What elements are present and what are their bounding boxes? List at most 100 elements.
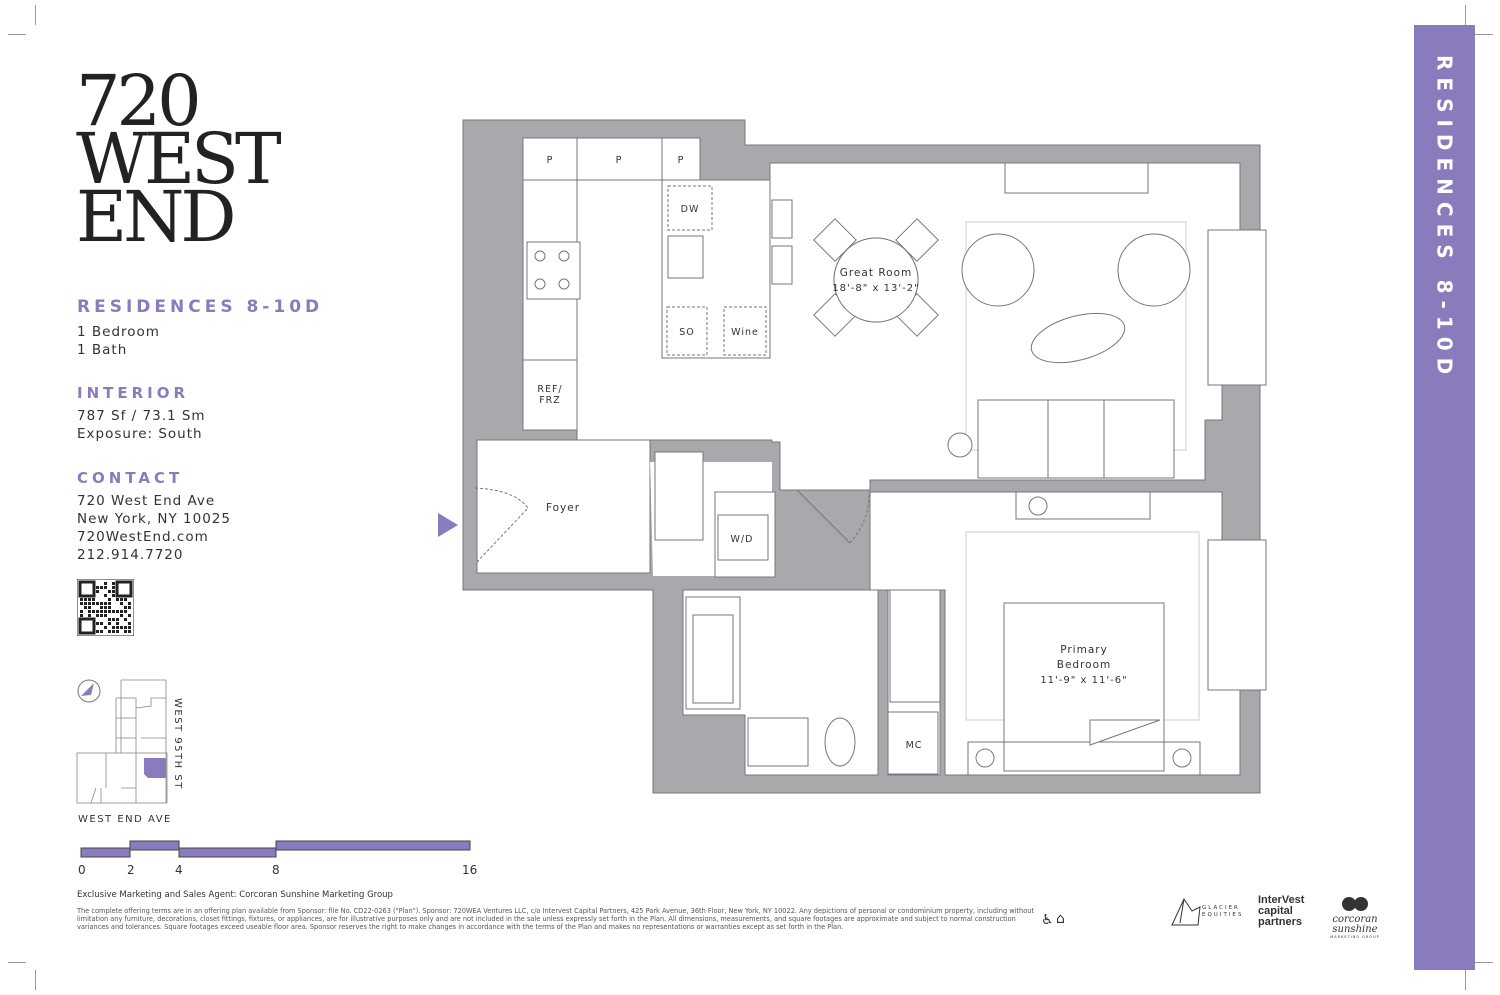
qr-module — [112, 618, 115, 621]
interior-area: 787 Sf / 73.1 Sm — [77, 408, 206, 424]
qr-module — [108, 606, 111, 609]
corcoran-subtext: MARKETING GROUP — [1330, 935, 1380, 939]
cabinet-label: P — [616, 155, 623, 166]
unit-location-highlight — [144, 758, 166, 778]
crop-mark — [35, 970, 36, 990]
qr-module — [100, 622, 103, 625]
contact-address2: New York, NY 10025 — [77, 511, 231, 527]
dishwasher-label: DW — [681, 204, 700, 215]
street-label-bottom: WEST END AVE — [78, 814, 172, 825]
qr-module — [100, 606, 103, 609]
qr-module — [104, 602, 107, 605]
qr-module — [104, 626, 107, 629]
qr-module — [112, 626, 115, 629]
freezer-label: FRZ — [539, 395, 561, 406]
glacier-text: GLACIER EQUITIES — [1202, 905, 1244, 918]
qr-module — [104, 614, 107, 617]
qr-module — [96, 610, 99, 613]
cabinet-label: P — [547, 155, 554, 166]
qr-module — [128, 630, 131, 633]
qr-module — [120, 626, 123, 629]
foyer-label: Foyer — [546, 502, 580, 514]
closet-label: MC — [906, 740, 923, 751]
qr-module — [112, 590, 115, 593]
contact-website[interactable]: 720WestEnd.com — [77, 529, 209, 545]
key-plan — [76, 679, 168, 804]
qr-module — [104, 586, 107, 589]
intervest-text: InterVest — [1258, 894, 1305, 906]
qr-module — [100, 630, 103, 633]
crop-mark — [1465, 970, 1466, 990]
qr-module — [104, 610, 107, 613]
qr-module — [88, 614, 91, 617]
logo-intervest: InterVest capital partners — [1258, 895, 1304, 928]
residence-info: RESIDENCES 8-10D 1 Bedroom 1 Bath — [77, 297, 323, 359]
qr-module — [116, 610, 119, 613]
qr-module — [120, 598, 123, 601]
qr-module — [128, 602, 131, 605]
qr-module — [116, 618, 119, 621]
qr-module — [112, 630, 115, 633]
scale-tick: 2 — [127, 863, 135, 877]
qr-module — [124, 626, 127, 629]
scale-bar — [80, 840, 471, 858]
qr-module — [80, 610, 83, 613]
qr-module — [92, 598, 95, 601]
logo-line: 720 — [76, 60, 202, 142]
interior-heading: INTERIOR — [77, 384, 190, 402]
qr-module — [112, 586, 115, 589]
contact-heading: CONTACT — [77, 469, 184, 487]
qr-module — [124, 598, 127, 601]
sofa — [977, 399, 1175, 479]
qr-module — [108, 622, 111, 625]
qr-module — [96, 614, 99, 617]
side-banner-title: RESIDENCES 8-10D — [1432, 55, 1457, 382]
logo-corcoran: corcoran sunshine MARKETING GROUP — [1313, 896, 1397, 939]
legal-disclaimer: The complete offering terms are in an of… — [77, 907, 1035, 931]
qr-module — [100, 586, 103, 589]
qr-module — [108, 630, 111, 633]
marketing-agent: Exclusive Marketing and Sales Agent: Cor… — [77, 890, 393, 900]
qr-module — [104, 594, 107, 597]
qr-code[interactable] — [77, 579, 134, 636]
scale-tick: 8 — [272, 863, 280, 877]
washer-dryer-label: W/D — [731, 534, 754, 545]
bed — [1003, 602, 1165, 772]
qr-module — [80, 602, 83, 605]
qr-module — [128, 614, 131, 617]
fridge-label: REF/ — [537, 384, 562, 395]
qr-module — [96, 590, 99, 593]
great-room-dimensions: 18'-8" x 13'-2" — [832, 283, 919, 294]
qr-module — [88, 610, 91, 613]
corcoran-text: corcoran sunshine — [1332, 914, 1378, 935]
qr-module — [84, 598, 87, 601]
qr-module — [120, 610, 123, 613]
qr-module — [124, 618, 127, 621]
qr-module — [104, 606, 107, 609]
qr-module — [84, 602, 87, 605]
logo-line: END — [76, 176, 236, 258]
qr-module — [108, 602, 111, 605]
qr-module — [96, 630, 99, 633]
oven-label: SO — [679, 327, 695, 338]
crop-mark — [1475, 962, 1493, 963]
street-label-side: WEST 95TH ST — [172, 698, 183, 790]
qr-module — [120, 602, 123, 605]
scale-tick: 16 — [462, 863, 478, 877]
qr-module — [88, 602, 91, 605]
equal-housing-icon: ⌂ — [1056, 911, 1065, 927]
qr-module — [108, 610, 111, 613]
crop-mark — [8, 962, 26, 963]
qr-module — [88, 606, 91, 609]
qr-module — [128, 622, 131, 625]
entry-arrow-icon — [438, 513, 458, 537]
bedroom-label: Bedroom — [1057, 659, 1112, 671]
wine-label: Wine — [731, 327, 759, 338]
logo-line: WEST — [76, 118, 282, 200]
qr-module — [116, 630, 119, 633]
contact-info: CONTACT 720 West End Ave New York, NY 10… — [77, 469, 231, 564]
cabinet-label: P — [678, 155, 685, 166]
qr-module — [108, 598, 111, 601]
contact-phone[interactable]: 212.914.7720 — [77, 547, 184, 563]
great-room-label: Great Room — [840, 267, 912, 279]
